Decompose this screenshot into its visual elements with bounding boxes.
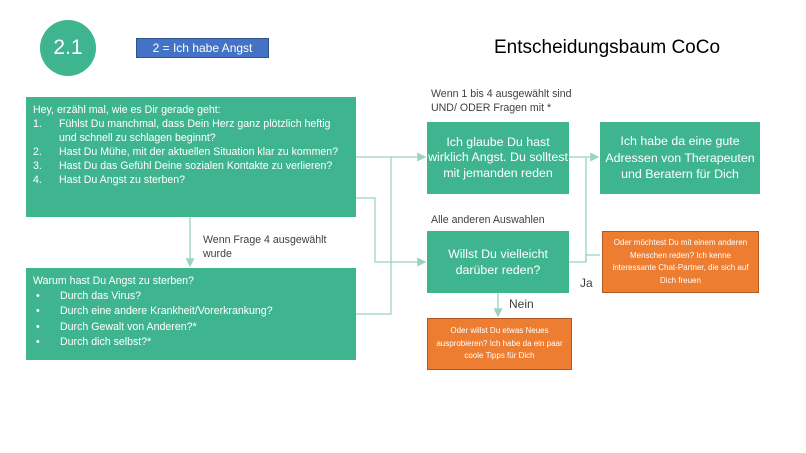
- question-text: Fühlst Du manchmal, dass Dein Herz ganz …: [59, 118, 331, 145]
- question-number: 3.: [33, 160, 42, 173]
- label-ja: Ja: [580, 276, 593, 290]
- label-nein: Nein: [509, 297, 534, 311]
- questions-box: Hey, erzähl mal, wie es Dir gerade geht:…: [26, 97, 356, 217]
- bullet: •: [36, 335, 40, 348]
- question-text: Hast Du das Gefühl Deine sozialen Kontak…: [59, 160, 333, 173]
- death-reasons-box: Warum hast Du Angst zu sterben? • Durch d…: [26, 268, 356, 360]
- question-item: 2. Hast Du Mühe, mit der aktuellen Situat…: [33, 145, 350, 159]
- reason-item: • Durch dich selbst?*: [33, 335, 350, 350]
- label-alle-anderen: Alle anderen Auswahlen: [431, 214, 545, 226]
- page-title: Entscheidungsbaum CoCo: [494, 37, 721, 58]
- reason-text: Durch dich selbst?*: [60, 335, 152, 348]
- label-frage4: Wenn Frage 4 ausgewählt wurde: [203, 233, 353, 261]
- label-wenn-line1: Wenn 1 bis 4 ausgewählt sind: [431, 88, 572, 100]
- reason-item: • Durch eine andere Krankheit/Vorerkranku…: [33, 304, 350, 319]
- label-wenn-1-bis-4: Wenn 1 bis 4 ausgewählt sind UND/ ODER F…: [431, 87, 572, 115]
- reden-box: Willst Du vielleicht darüber reden?: [427, 231, 569, 293]
- question-number: 2.: [33, 146, 42, 159]
- reason-text: Durch das Virus?: [60, 290, 142, 303]
- question-item: 1. Fühlst Du manchmal, dass Dein Herz gan…: [33, 117, 350, 145]
- angst-box: Ich glaube Du hast wirklich Angst. Du so…: [427, 122, 569, 194]
- question-number: 4.: [33, 174, 42, 187]
- line-reden-to-mensch: [569, 254, 600, 263]
- question-item: 4. Hast Du Angst zu sterben?: [33, 173, 350, 187]
- bullet: •: [36, 290, 40, 303]
- category-tag: 2 = Ich habe Angst: [136, 38, 269, 58]
- neues-box: Oder willst Du etwas Neues ausprobieren?…: [427, 318, 572, 370]
- reason-item: • Durch das Virus?: [33, 289, 350, 304]
- line-q4-up: [356, 157, 392, 315]
- bullet: •: [36, 320, 40, 333]
- question-text: Hast Du Mühe, mit der aktuellen Situatio…: [59, 146, 339, 159]
- question-number: 1.: [33, 118, 42, 131]
- mensch-box: Oder möchtest Du mit einem anderen Mensc…: [602, 231, 759, 293]
- question-text: Hast Du Angst zu sterben?: [59, 174, 186, 187]
- label-wenn-line2: UND/ ODER Fragen mit *: [431, 102, 552, 114]
- reason-text: Durch Gewalt von Anderen?*: [60, 320, 197, 333]
- questions-intro: Hey, erzähl mal, wie es Dir gerade geht:: [33, 104, 221, 116]
- death-reasons-intro: Warum hast Du Angst zu sterben?: [33, 275, 194, 287]
- adressen-box: Ich habe da eine gute Adressen von Thera…: [600, 122, 760, 194]
- bullet: •: [36, 305, 40, 318]
- question-item: 3. Hast Du das Gefühl Deine sozialen Kont…: [33, 159, 350, 173]
- reason-text: Durch eine andere Krankheit/Vorerkrankun…: [60, 305, 273, 318]
- label-frage4-text: Wenn Frage 4 ausgewählt wurde: [203, 234, 327, 260]
- step-badge: 2.1: [40, 20, 96, 76]
- arrow-main-to-reden: [356, 197, 427, 267]
- reason-item: • Durch Gewalt von Anderen?*: [33, 320, 350, 335]
